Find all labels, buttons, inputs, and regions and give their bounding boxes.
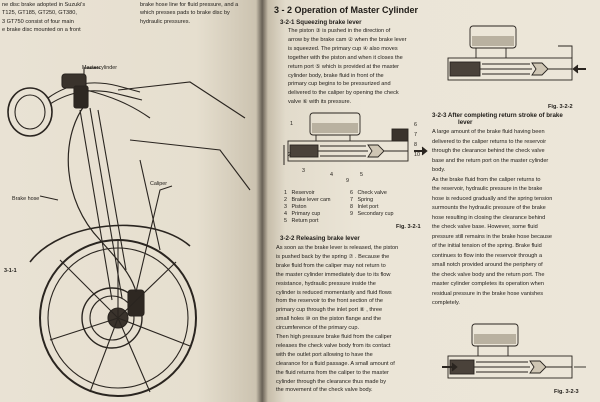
figure-3-2-1-diagram xyxy=(283,112,428,165)
text-line: small notch provided around the peripher… xyxy=(432,262,543,268)
text-line: primary cup through the inlet port ⑧ , t… xyxy=(276,307,383,314)
subsection-3-2-1-title: 3-2-1 Squeezing brake lever xyxy=(280,19,362,26)
figure-3-2-3-diagram xyxy=(442,323,586,379)
text-line: As the brake fluid from the caliper retu… xyxy=(432,176,541,183)
text-line: delivered to the caliper returns to the … xyxy=(432,138,547,145)
text-line: pressure still remains in the brake hose… xyxy=(432,233,553,240)
legend-item: 7 Spring xyxy=(350,197,374,203)
text-line: from the reservoir to the front section … xyxy=(276,298,383,305)
figure-3-2-3-caption: Fig. 3-2-3 xyxy=(554,389,579,395)
text-line: The piston ③ is pushed in the direction … xyxy=(288,28,391,34)
text-line: clearance for a fluid passage. A small a… xyxy=(276,360,395,367)
figure-3-2-2-diagram xyxy=(447,25,586,81)
right-page: 3 - 2 Operation of Master Cylinder 3-2-1… xyxy=(262,0,600,402)
text-line: which presses pads to brake disc by xyxy=(140,10,230,17)
legend-item: 5 Return port xyxy=(284,218,319,224)
legend-item: 6 Check valve xyxy=(350,190,387,196)
figure-3-2-2-caption: Fig. 3-2-2 xyxy=(548,104,573,110)
legend-item: 9 Secondary cup xyxy=(350,211,394,217)
text-line: is squeezed. The primary cup ④ also move… xyxy=(288,45,398,52)
subsection-3-2-3-title-line-2: lever xyxy=(458,119,473,126)
text-line: primary cup begins to be pressurized and xyxy=(288,81,391,88)
text-line: the movement of the check valve body. xyxy=(276,387,373,394)
text-line: together with the piston and when it clo… xyxy=(288,54,403,61)
figure-number: 3-1-1 xyxy=(4,268,17,274)
text-line: with the outlet port allowing to have th… xyxy=(276,351,373,358)
motorcycle-front-illustration xyxy=(7,67,251,397)
callout-4: 4 xyxy=(330,172,333,178)
text-line: cylinder body, brake fluid in front of t… xyxy=(288,72,384,79)
text-line: releases the check valve body from its c… xyxy=(276,342,391,349)
text-line: residual pressure in the brake hose vani… xyxy=(432,290,544,297)
callout-10: 10 xyxy=(414,152,420,158)
text-line: completely. xyxy=(432,300,460,306)
book-gutter xyxy=(256,0,268,402)
text-line: resistance, hydraulic pressure inside th… xyxy=(276,280,376,287)
text-line: valve ⑥ with its pressure. xyxy=(288,99,352,106)
figure-3-2-1-caption: Fig. 3-2-1 xyxy=(396,224,421,230)
text-line: through the clearance behind the check v… xyxy=(432,148,545,154)
legend-item: 8 Inlet port xyxy=(350,204,379,210)
text-line: return port ⑤ which is provided at the m… xyxy=(288,63,400,70)
text-line: the master cylinder immediately due to i… xyxy=(276,271,391,278)
subsection-3-2-2-title: 3-2-2 Releasing brake lever xyxy=(280,235,360,242)
subsection-3-2-3-title-line-1: 3-2-3 After completing return stroke of … xyxy=(432,112,563,119)
text-line: arrow by the brake cam ② when the brake … xyxy=(288,36,407,43)
text-line: delivered to the caliper by opening the … xyxy=(288,90,399,97)
label-mastercylinder: Mastercylinder xyxy=(82,65,118,71)
text-line: A large amount of the brake fluid having… xyxy=(432,129,545,135)
legend-item: 4 Primary cup xyxy=(284,211,321,217)
callout-9: 9 xyxy=(346,178,349,184)
legend-item: 2 Brake lever cam xyxy=(284,197,331,203)
text-line: cylinder is reduced momentarily and flui… xyxy=(276,289,392,296)
text-line: As soon as the brake lever is released, … xyxy=(276,245,399,251)
callout-2: 2 xyxy=(288,152,291,158)
text-line: small holes ⑩ on the piston flange and t… xyxy=(276,316,382,323)
text-line: base and the return port on the master c… xyxy=(432,157,549,164)
text-line: circumference of the primary cup. xyxy=(276,325,360,332)
text-line: surmounts the hydraulic pressure of the … xyxy=(432,205,546,211)
callout-6: 6 xyxy=(414,122,417,128)
callout-3: 3 xyxy=(302,168,305,174)
text-line: e brake disc mounted on a front xyxy=(2,27,81,34)
text-line: Then high pressure brake fluid from the … xyxy=(276,334,392,340)
text-line: ne disc brake adopted in Suzuki's xyxy=(2,2,86,8)
section-title: 3 - 2 Operation of Master Cylinder xyxy=(274,5,419,15)
label-brake-hose: Brake hose xyxy=(12,196,40,202)
callout-5: 5 xyxy=(360,172,363,178)
legend-item: 3 Piston xyxy=(284,204,307,210)
callout-8: 8 xyxy=(414,142,417,148)
label-caliper: Caliper xyxy=(150,181,168,187)
callout-1: 1 xyxy=(290,121,293,127)
text-line: the check valve base. However, some flui… xyxy=(432,224,538,230)
legend-item: 1 Reservoir xyxy=(284,190,315,196)
text-line: 3 GT750 consist of four main xyxy=(2,18,74,25)
text-line: of the initial tension of the spring. Br… xyxy=(432,243,542,249)
text-line: cylinder through the clearance thus made… xyxy=(276,378,387,385)
text-line: master cylinder completes its operation … xyxy=(432,281,544,287)
text-line: hose resulting in closing the clearance … xyxy=(432,214,546,221)
text-line: body. xyxy=(432,167,446,173)
text-line: hydraulic pressures. xyxy=(140,18,191,25)
text-line: brake hose line for fluid pressure, and … xyxy=(140,2,239,8)
text-line: the check valve body and the return port… xyxy=(432,271,545,278)
text-line: is pushed back by the spring ⑦ . Because… xyxy=(276,253,390,260)
text-line: the fluid returns from the caliper to th… xyxy=(276,369,389,376)
text-line: T125, GT185, GT250, GT380, xyxy=(2,10,77,17)
text-line: hose is reduced gradually and the spring… xyxy=(432,195,553,202)
callout-7: 7 xyxy=(414,132,417,138)
text-line: brake fluid from the caliper may not ret… xyxy=(276,262,386,269)
text-line: continues to flow into the reservoir thr… xyxy=(432,252,543,259)
text-line: the reservoir, hydraulic pressure in the… xyxy=(432,186,543,192)
